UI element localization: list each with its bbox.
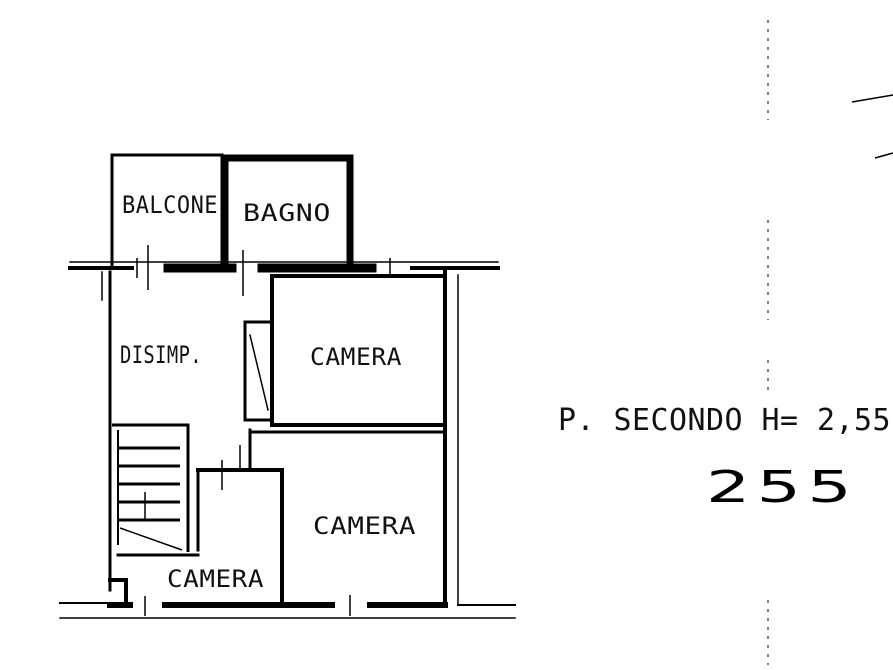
room-label-bedroom-small: CAMERA — [167, 565, 264, 593]
room-label-bedroom-top: CAMERA — [310, 343, 402, 371]
staircase — [112, 423, 190, 552]
room-label-bedroom-right: CAMERA — [313, 512, 416, 540]
walls — [59, 153, 516, 619]
room-label-storage: DISIMP. — [120, 341, 202, 369]
floor-label: P. SECONDO H= 2,55 — [558, 403, 891, 438]
edge-strokes — [851, 94, 893, 159]
room-label-balcony: BALCONE — [122, 191, 218, 219]
handwritten-number: 255 — [706, 462, 858, 513]
room-label-bathroom: BAGNO — [243, 199, 331, 227]
openings — [136, 157, 391, 616]
